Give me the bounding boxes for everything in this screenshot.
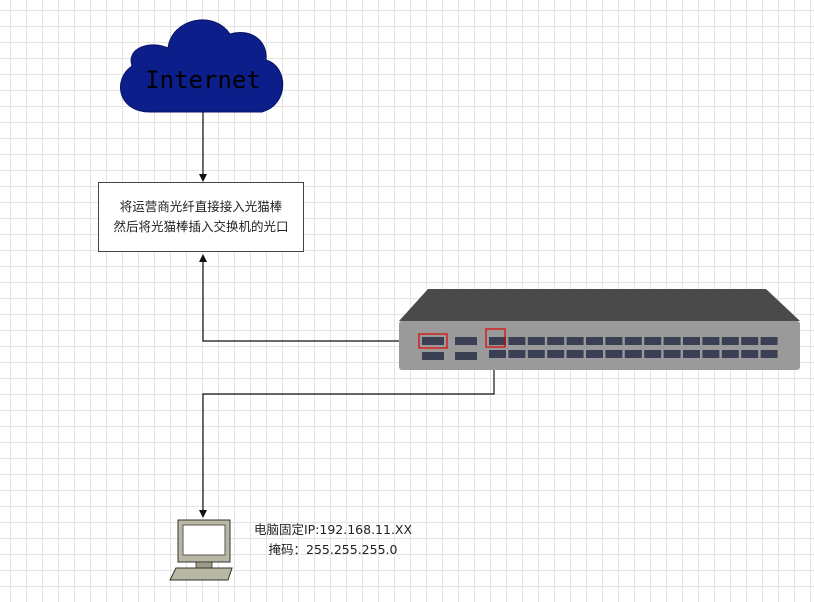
- switch-top: [399, 289, 800, 321]
- network-switch: [399, 289, 800, 370]
- ethernet-port: [489, 337, 506, 345]
- ethernet-port: [547, 337, 565, 345]
- ethernet-port: [741, 350, 759, 358]
- ethernet-port: [644, 350, 662, 358]
- instruction-box: 将运营商光纤直接接入光猫棒 然后将光猫棒插入交换机的光口: [98, 182, 304, 252]
- switch-ports: [422, 337, 778, 360]
- ethernet-port: [624, 350, 642, 358]
- monitor-screen: [182, 524, 226, 556]
- switch-front: [399, 321, 800, 370]
- monitor-stand: [195, 561, 213, 569]
- ethernet-port: [527, 337, 545, 345]
- pc-mask-text: 掩码：255.255.255.0: [268, 542, 398, 557]
- pc-config-label: 电脑固定IP:192.168.11.XX 掩码：255.255.255.0: [248, 520, 418, 560]
- ethernet-port: [702, 337, 720, 345]
- sfp-port: [422, 352, 444, 360]
- ethernet-port: [663, 350, 681, 358]
- ethernet-port-highlight: [485, 328, 506, 348]
- instruction-line-1: 将运营商光纤直接接入光猫棒: [119, 199, 283, 214]
- switch-to-pc-line: [199, 349, 495, 518]
- ethernet-port: [683, 337, 700, 345]
- sfp-port: [455, 352, 477, 360]
- ethernet-port: [702, 350, 720, 358]
- ethernet-port: [566, 350, 584, 358]
- ethernet-port: [644, 337, 662, 345]
- ethernet-port: [508, 337, 526, 345]
- ethernet-port: [586, 350, 603, 358]
- sfp-port: [455, 337, 477, 345]
- sfp-port: [422, 337, 444, 345]
- ethernet-port: [566, 337, 584, 345]
- ethernet-port: [508, 350, 526, 358]
- ethernet-port: [547, 350, 565, 358]
- ethernet-port: [683, 350, 700, 358]
- ethernet-port: [663, 337, 681, 345]
- ethernet-port: [624, 337, 642, 345]
- instruction-line-2: 然后将光猫棒插入交换机的光口: [113, 219, 289, 234]
- ethernet-port: [721, 337, 739, 345]
- ethernet-port: [586, 337, 603, 345]
- ethernet-port: [489, 350, 506, 358]
- ethernet-port: [605, 337, 623, 345]
- cloud-shape: [119, 19, 284, 113]
- internet-cloud: Internet: [119, 19, 284, 113]
- computer-icon: [169, 519, 233, 581]
- pc-ip-text: 电脑固定IP:192.168.11.XX: [253, 522, 413, 537]
- ethernet-port: [721, 350, 739, 358]
- cloud-label: Internet: [145, 66, 261, 94]
- sfp-port-highlight: [418, 333, 448, 349]
- ethernet-port: [605, 350, 623, 358]
- ethernet-port: [760, 337, 778, 345]
- keyboard: [169, 567, 233, 581]
- ethernet-port: [741, 337, 759, 345]
- ethernet-port: [760, 350, 778, 358]
- ethernet-port: [527, 350, 545, 358]
- switch-to-box-line: [199, 254, 420, 342]
